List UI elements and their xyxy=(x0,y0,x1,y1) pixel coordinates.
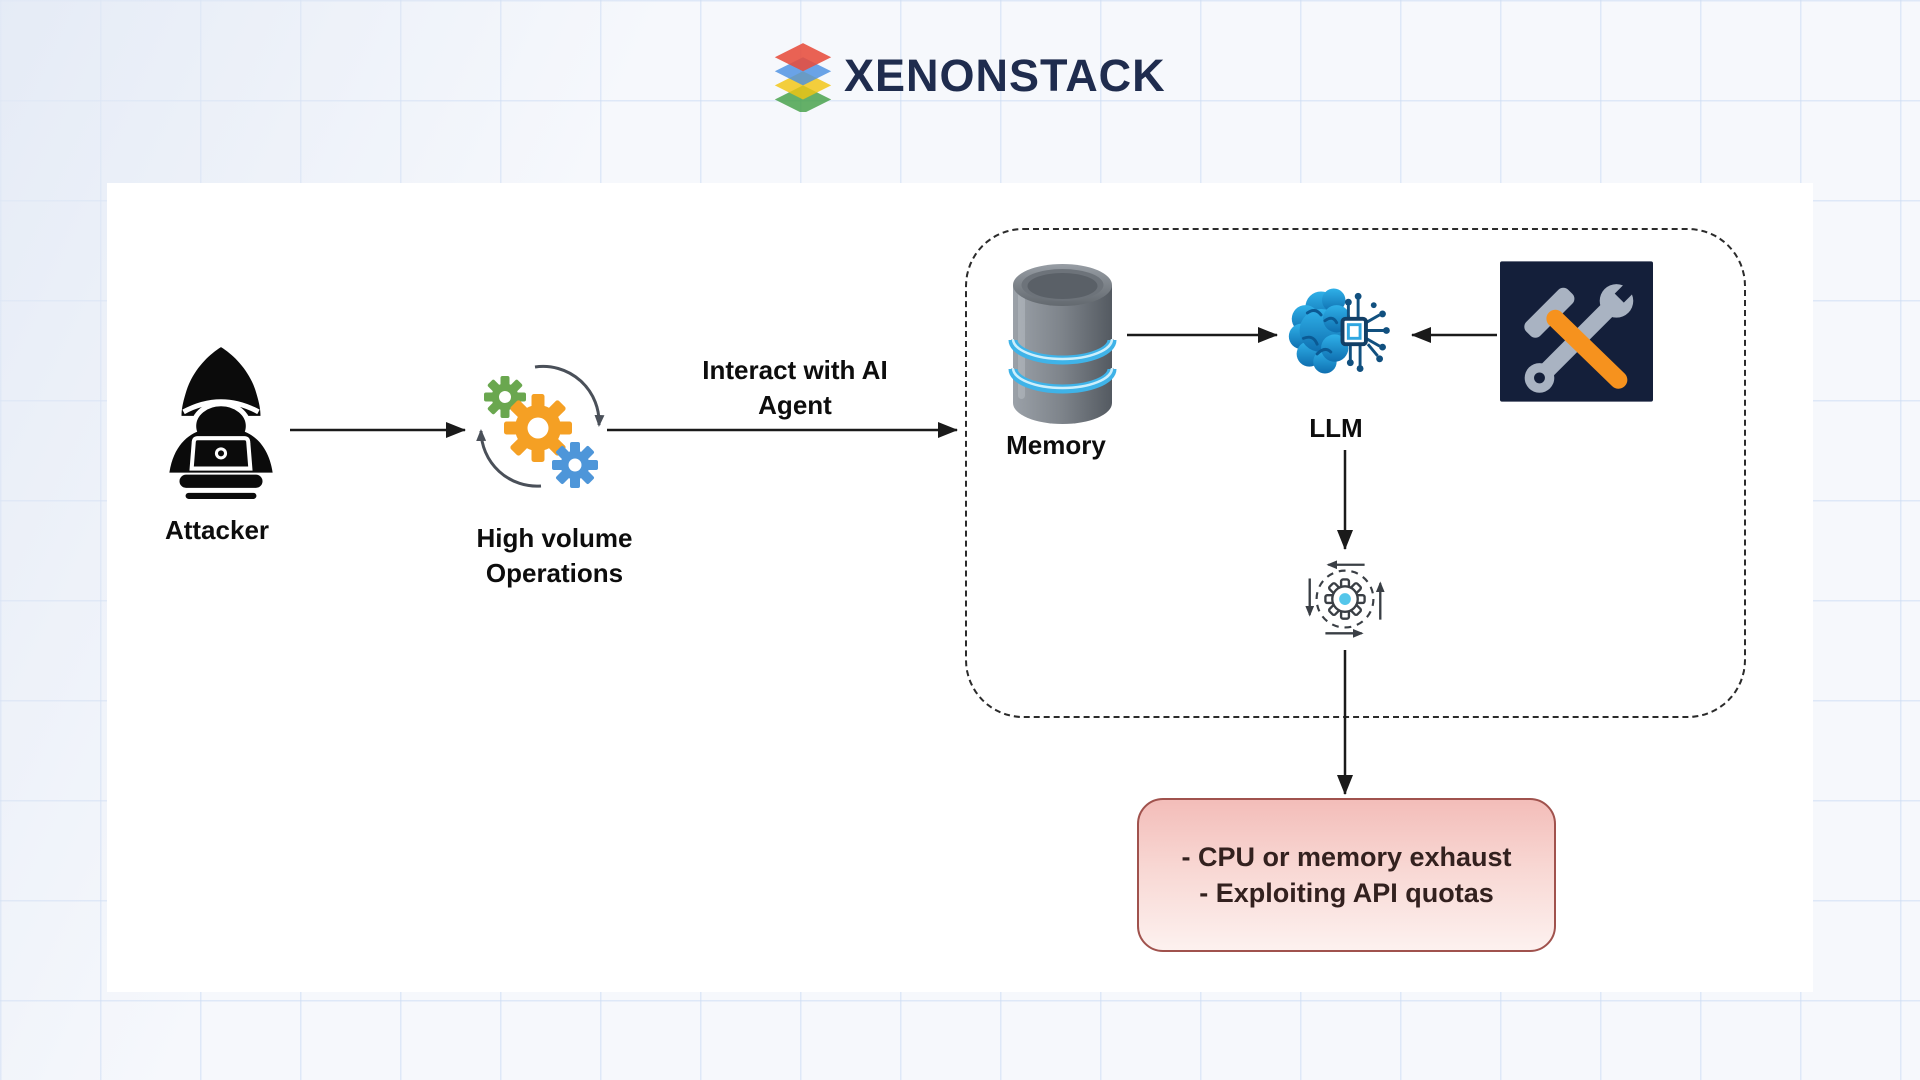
process-node xyxy=(1295,553,1395,656)
attacker-node xyxy=(155,341,287,508)
gears-cycle-icon xyxy=(476,364,605,488)
llm-label: LLM xyxy=(1309,413,1363,443)
high-volume-operations-label: High volume Operations xyxy=(476,523,633,588)
memory-node xyxy=(1005,259,1120,434)
diagram-canvas: Attacker xyxy=(107,183,1813,992)
database-icon xyxy=(1008,264,1117,424)
attacker-label: Attacker xyxy=(164,515,270,545)
high-volume-operations-node xyxy=(475,355,647,502)
gear-automation-icon xyxy=(1305,560,1385,638)
memory-label: Memory xyxy=(1006,430,1106,460)
interact-edge-label: Interact with AI Agent xyxy=(702,355,888,420)
llm-node xyxy=(1282,268,1404,399)
xenonstack-layers-icon xyxy=(774,43,832,112)
result-line-2: - Exploiting API quotas xyxy=(1199,878,1494,908)
hammer-wrench-icon xyxy=(1500,261,1653,402)
xenonstack-logo: XENONSTACK xyxy=(770,40,1166,112)
connector-arrows xyxy=(290,327,1497,795)
tools-node xyxy=(1500,261,1653,407)
attack-result-box: - CPU or memory exhaust - Exploiting API… xyxy=(1137,798,1556,952)
logo-text: XENONSTACK xyxy=(844,50,1166,101)
brain-chip-icon xyxy=(1288,288,1390,374)
hacker-laptop-icon xyxy=(169,347,273,499)
result-line-1: - CPU or memory exhaust xyxy=(1181,842,1512,872)
ai-agent-dashed-box xyxy=(965,228,1746,718)
